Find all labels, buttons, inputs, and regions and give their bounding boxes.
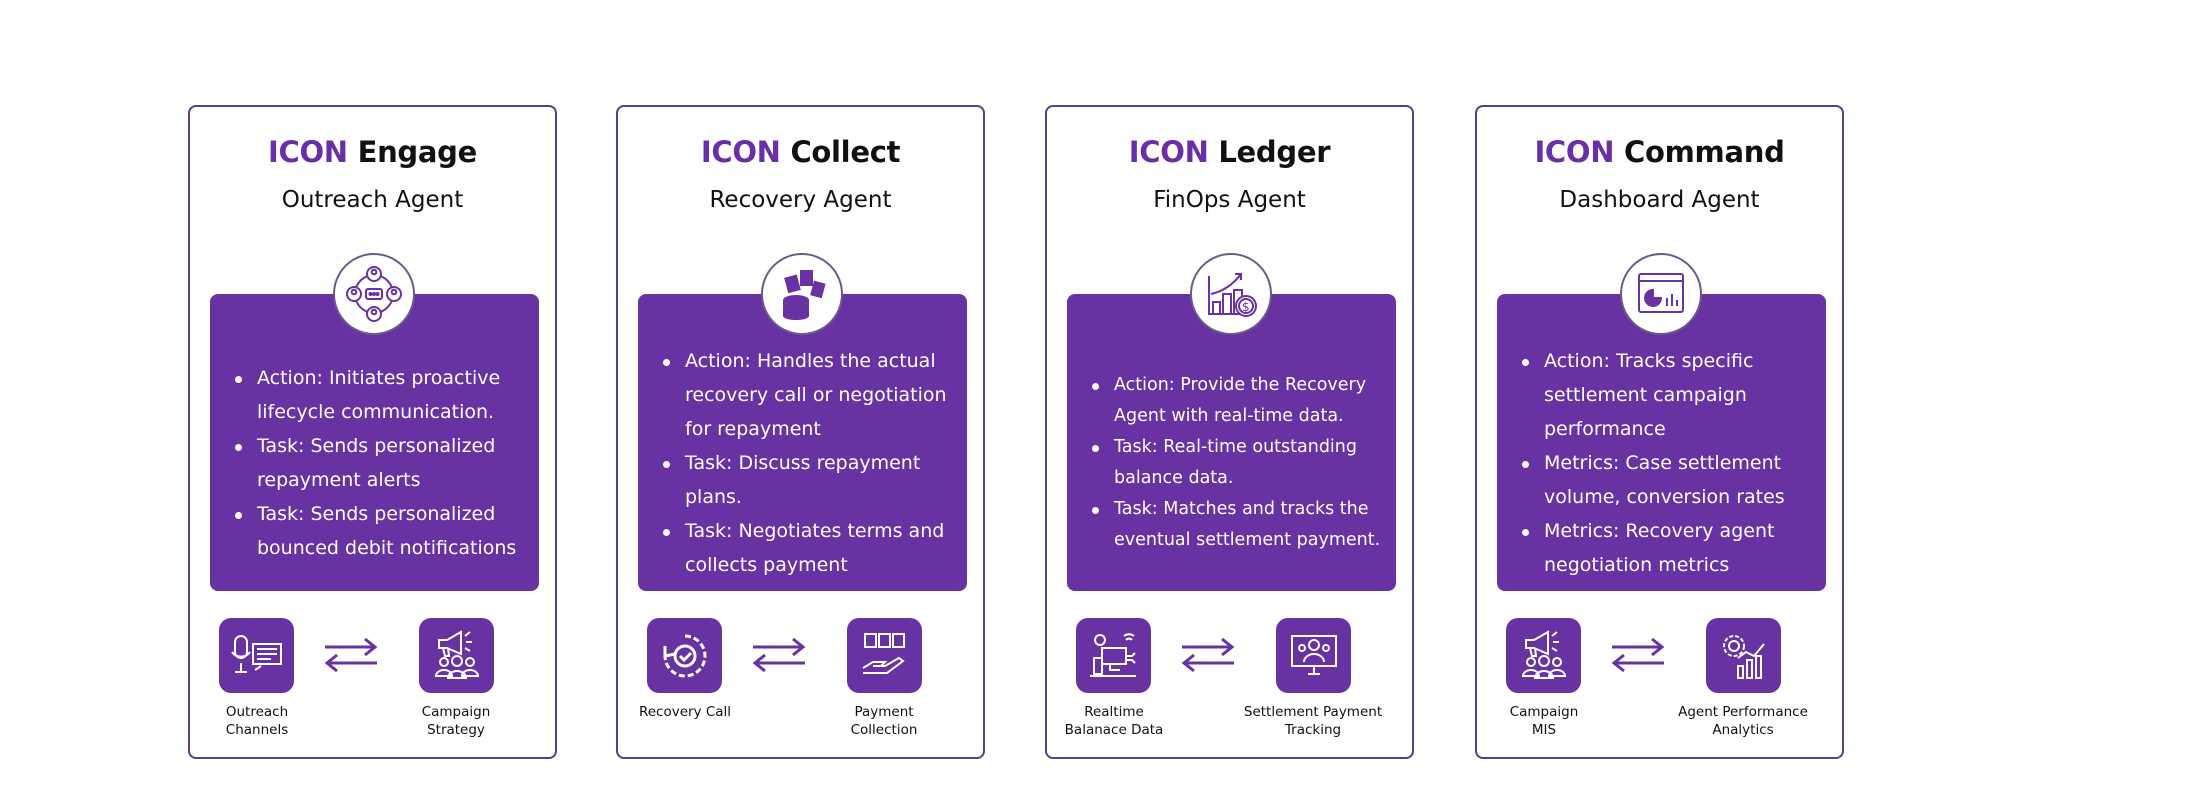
card-collect: ICON Collect Recovery Agent Action: Hand… [616, 105, 985, 759]
bullet-item: Task: Negotiates terms and collects paym… [660, 514, 953, 582]
people-network-chat-icon [333, 253, 415, 335]
bullet-item: Task: Sends personalized bounced debit n… [232, 497, 525, 565]
label-line: MIS [1531, 722, 1557, 738]
card-command: ICON Command Dashboard Agent Action: Tra… [1475, 105, 1844, 759]
label-line: Payment [854, 704, 914, 720]
label-line: Strategy [427, 722, 485, 738]
recovery-cycle-icon [647, 618, 722, 693]
left-feature-label: Recovery Call [595, 703, 775, 721]
database-documents-icon [761, 253, 843, 335]
card-subtitle: Dashboard Agent [1559, 187, 1760, 213]
card-engage: ICON Engage Outreach Agent Action: Initi… [188, 105, 557, 759]
bullet-item: Action: Initiates proactive lifecycle co… [232, 361, 525, 429]
label-line: Agent Performance [1678, 704, 1808, 720]
card-subtitle: FinOps Agent [1153, 187, 1306, 213]
description-panel: Action: Provide the Recovery Agent with … [1067, 294, 1396, 591]
svg-text:$: $ [1242, 300, 1250, 314]
label-line: Channels [225, 722, 289, 738]
payment-hand-icon [847, 618, 922, 693]
product-name: Ledger [1218, 135, 1331, 169]
product-name: Command [1624, 135, 1785, 169]
card-subtitle: Outreach Agent [281, 187, 464, 213]
label-line: Campaign [421, 704, 491, 720]
computer-network-icon [1076, 618, 1151, 693]
microphone-screen-icon [219, 618, 294, 693]
bidirectional-arrows-icon [1181, 637, 1235, 673]
brand-word: ICON [700, 135, 781, 169]
megaphone-audience-icon [419, 618, 494, 693]
megaphone-audience-icon [1506, 618, 1581, 693]
card-subtitle: Recovery Agent [709, 187, 892, 213]
bullet-item: Metrics: Recovery agent negotiation metr… [1519, 514, 1812, 582]
brand-word: ICON [1128, 135, 1209, 169]
description-panel: Action: Tracks specific settlement campa… [1497, 294, 1826, 591]
product-name: Engage [357, 135, 478, 169]
bullet-item: Action: Tracks specific settlement campa… [1519, 344, 1812, 446]
dashboard-window-icon [1620, 253, 1702, 335]
bullet-item: Task: Matches and tracks the eventual se… [1089, 494, 1382, 556]
monitor-team-icon [1276, 618, 1351, 693]
card-title: ICON Command [1477, 135, 1842, 169]
label-line: Recovery Call [638, 704, 732, 720]
brand-word: ICON [267, 135, 348, 169]
label-line: Outreach [225, 704, 289, 720]
label-line: Realtime [1084, 704, 1144, 720]
bullet-item: Task: Sends personalized repayment alert… [232, 429, 525, 497]
bidirectional-arrows-icon [1611, 637, 1665, 673]
bullet-item: Action: Provide the Recovery Agent with … [1089, 370, 1382, 432]
label-line: Settlement Payment [1243, 704, 1383, 720]
label-line: Campaign [1509, 704, 1579, 720]
brand-word: ICON [1534, 135, 1615, 169]
card-title: ICON Engage [190, 135, 555, 169]
label-line: Balanace Data [1064, 722, 1164, 738]
growth-chart-coin-icon: $ [1190, 253, 1272, 335]
bullet-item: Task: Real-time outstanding balance data… [1089, 432, 1382, 494]
bullet-item: Action: Handles the actual recovery call… [660, 344, 953, 446]
gear-analytics-icon [1706, 618, 1781, 693]
label-line: Collection [850, 722, 918, 738]
card-ledger: ICON Ledger FinOps Agent $ Action: Provi… [1045, 105, 1414, 759]
card-title: ICON Ledger [1047, 135, 1412, 169]
description-panel: Action: Initiates proactive lifecycle co… [210, 294, 539, 591]
product-name: Collect [790, 135, 901, 169]
bidirectional-arrows-icon [324, 637, 378, 673]
bullet-item: Metrics: Case settlement volume, convers… [1519, 446, 1812, 514]
bullet-item: Task: Discuss repayment plans. [660, 446, 953, 514]
description-panel: Action: Handles the actual recovery call… [638, 294, 967, 591]
bidirectional-arrows-icon [752, 637, 806, 673]
label-line: Tracking [1284, 722, 1342, 738]
card-title: ICON Collect [618, 135, 983, 169]
label-line: Analytics [1712, 722, 1774, 738]
